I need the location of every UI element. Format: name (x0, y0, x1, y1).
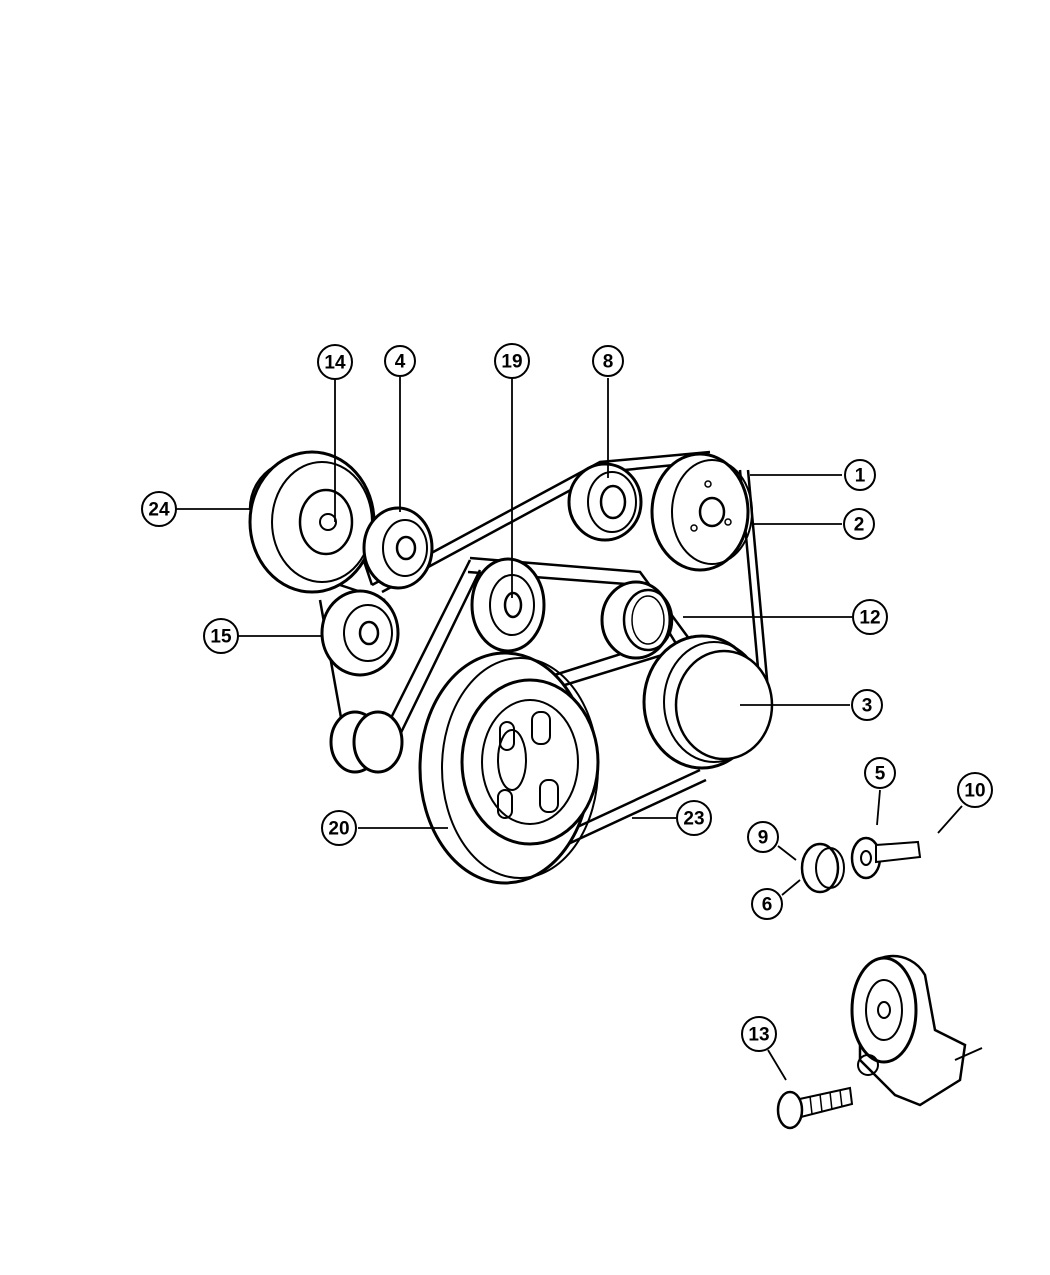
crankshaft-damper-20 (418, 651, 600, 885)
idler-pulley-19 (470, 557, 546, 653)
callout-6: 6 (751, 888, 783, 920)
svg-text:2: 2 (854, 515, 865, 536)
leader-lines (176, 377, 963, 1081)
tensioner-small-pulley (329, 710, 404, 774)
callout-19: 19 (494, 343, 530, 379)
svg-text:10: 10 (964, 781, 985, 802)
callout-1: 1 (844, 459, 876, 491)
svg-text:8: 8 (603, 352, 614, 373)
svg-text:19: 19 (501, 352, 522, 373)
svg-text:24: 24 (148, 500, 170, 521)
svg-text:13: 13 (748, 1025, 769, 1046)
callout-4: 4 (384, 345, 416, 377)
bolt-13 (776, 1086, 854, 1130)
callout-15: 15 (203, 618, 239, 654)
idler-pulley-12 (600, 580, 674, 660)
callout-5: 5 (864, 757, 896, 789)
svg-text:20: 20 (328, 819, 349, 840)
callout-13: 13 (741, 1016, 777, 1052)
callout-3: 3 (851, 689, 883, 721)
bolt-10 (875, 840, 922, 864)
svg-text:15: 15 (210, 627, 232, 648)
svg-text:14: 14 (324, 353, 346, 374)
svg-text:12: 12 (859, 608, 880, 629)
svg-text:23: 23 (683, 809, 704, 830)
callout-23: 23 (676, 800, 712, 836)
svg-text:3: 3 (862, 696, 873, 717)
callout-14: 14 (317, 344, 353, 380)
callout-20: 20 (321, 810, 357, 846)
idler-pulley-4 (362, 506, 434, 590)
svg-text:9: 9 (758, 828, 769, 849)
svg-text:5: 5 (875, 764, 886, 785)
callout-10: 10 (957, 772, 993, 808)
svg-text:4: 4 (395, 352, 406, 373)
callout-24: 24 (141, 491, 177, 527)
power-steering-pulley-3 (642, 634, 774, 770)
svg-text:6: 6 (762, 895, 773, 916)
alternator-pulley-1 (650, 452, 753, 572)
callout-12: 12 (852, 599, 888, 635)
callout-8: 8 (592, 345, 624, 377)
svg-text:1: 1 (855, 466, 866, 487)
idler-pulley-15 (320, 589, 400, 677)
idler-pulley-8 (567, 462, 643, 542)
callout-2: 2 (843, 508, 875, 540)
dust-cap-6 (800, 842, 845, 894)
callout-9: 9 (747, 821, 779, 853)
pulley-24 (248, 450, 376, 594)
belt-tensioner-assembly (850, 954, 983, 1107)
